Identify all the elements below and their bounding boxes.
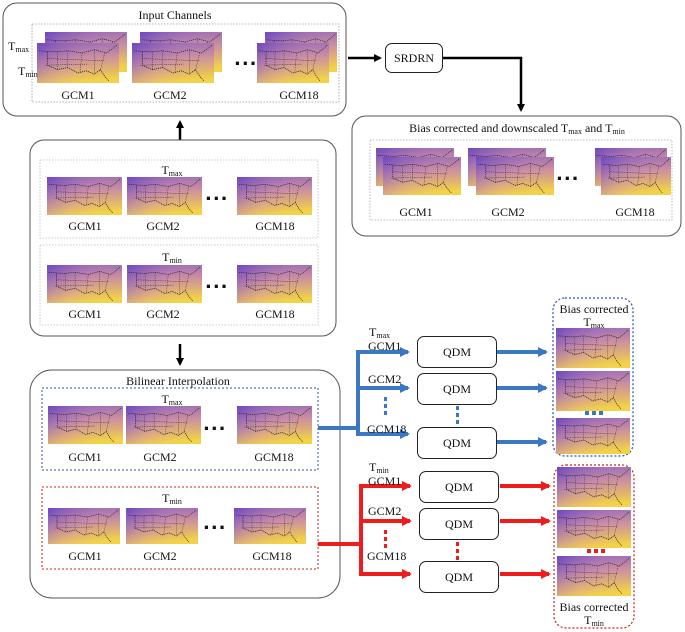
qdm-label: QDM: [444, 569, 473, 584]
gcm-tmin-title: Tmin: [162, 250, 182, 265]
qdm-label: QDM: [444, 479, 473, 494]
output-panel-title: Bias corrected and downscaled Tmax and T…: [409, 121, 625, 136]
bilinear-tmin-title: Tmin: [162, 491, 182, 506]
gcm-tmin-group: [39, 244, 319, 326]
output-gcm18-label: GCM18: [615, 205, 655, 219]
bilinear-tmax-gcm18-label: GCM18: [254, 450, 294, 464]
bilinear-tmin-map-gcm2: [126, 508, 198, 544]
input-stack-gcm1: [37, 32, 127, 83]
qdm-label: QDM: [444, 516, 473, 531]
tmax-arrows: [318, 347, 548, 447]
gcm-tmin-map-gcm18: [237, 265, 312, 303]
bilinear-tmin-ellipsis: ...: [203, 513, 227, 534]
gcm-tmax-map-gcm18: [237, 177, 312, 215]
bias-tmax-subtitle: Tmax: [583, 315, 605, 330]
qdm-tmin-gcm2-label: GCM2: [368, 504, 402, 518]
qdm-tmin-group-label: Tmin: [369, 460, 389, 475]
gcm-tmin-gcm2-label: GCM2: [146, 307, 180, 321]
qdm-tmax-group-label: Tmax: [369, 325, 391, 340]
qdm-tmax-gcm1-label: GCM1: [368, 339, 402, 353]
bilinear-panel: [29, 369, 341, 599]
bilinear-tmin-map-gcm18: [234, 508, 306, 544]
bias-tmax-map-2: [556, 371, 630, 411]
output-stack-gcm18: [595, 148, 671, 195]
bilinear-tmax-map-gcm1: [48, 406, 123, 444]
gcm-tmin-gcm18-label: GCM18: [255, 307, 295, 321]
qdm-label: QDM: [442, 435, 471, 450]
gcm-tmin-ellipsis: ...: [205, 272, 229, 293]
srdrn-node: SRDRN: [385, 43, 443, 73]
bias-tmin-subtitle: Tmin: [584, 613, 604, 628]
qdm-tmax-gcm2-label: GCM2: [368, 372, 402, 386]
input-panel-title: Input Channels: [138, 8, 212, 22]
gcm-tmax-gcm1-label: GCM1: [68, 219, 102, 233]
tmin-vertical-dots: [384, 530, 459, 560]
gcm-tmax-gcm18-label: GCM18: [255, 219, 295, 233]
bias-tmax-map-1: [556, 328, 630, 368]
bias-tmin-map-1: [557, 467, 631, 507]
bilinear-tmin-gcm18-label: GCM18: [252, 549, 292, 563]
gcm-tmax-map-gcm2: [127, 177, 202, 215]
gcm-tmax-title: Tmax: [161, 163, 183, 178]
gcm-tmax-map-gcm1: [47, 177, 122, 215]
qdm-tmax-gcm2: QDM: [417, 373, 497, 405]
bilinear-tmax-ellipsis: ...: [203, 414, 227, 435]
qdm-tmin-gcm2: QDM: [419, 508, 499, 540]
bilinear-tmax-title: Tmax: [161, 392, 183, 407]
input-stack-gcm18: [257, 32, 337, 83]
qdm-label: QDM: [442, 381, 471, 396]
bias-tmax-title: Bias corrected: [559, 302, 629, 316]
qdm-tmin-gcm1-label: GCM1: [368, 474, 402, 488]
bias-tmin-map-3: [557, 556, 631, 596]
gcm-tmin-gcm1-label: GCM1: [68, 307, 102, 321]
input-ellipsis: ...: [234, 49, 258, 70]
bias-tmin-title: Bias corrected: [559, 600, 629, 614]
qdm-label: QDM: [442, 344, 471, 359]
input-tmax-label: Tmax: [8, 39, 30, 54]
bilinear-tmax-gcm2-label: GCM2: [143, 450, 177, 464]
qdm-tmax-gcm18-label: GCM18: [367, 422, 407, 436]
gcm-tmax-group: [39, 159, 319, 239]
bilinear-tmax-gcm1-label: GCM1: [68, 450, 102, 464]
qdm-tmin-gcm18: QDM: [419, 561, 499, 593]
output-gcm2-label: GCM2: [491, 205, 525, 219]
qdm-tmin-gcm18-label: GCM18: [367, 549, 407, 563]
bilinear-tmin-gcm1-label: GCM1: [68, 549, 102, 563]
input-channels-inner: [31, 23, 340, 103]
output-gcm1-label: GCM1: [399, 205, 433, 219]
arrow-srdrn-to-output: [443, 56, 525, 112]
bias-tmin-dots: [587, 549, 605, 553]
bilinear-tmin-map-gcm1: [48, 508, 120, 544]
input-gcm18-label: GCM18: [279, 88, 319, 102]
output-ellipsis: ...: [556, 164, 580, 185]
bilinear-tmax-map-gcm2: [126, 406, 201, 444]
bilinear-panel-title: Bilinear Interpolation: [126, 374, 230, 388]
output-panel-inner: [369, 139, 673, 221]
tmax-vertical-dots: [384, 397, 459, 424]
bilinear-tmin-gcm2-label: GCM2: [143, 549, 177, 563]
qdm-tmin-gcm1: QDM: [419, 471, 499, 503]
qdm-tmax-gcm18: QDM: [417, 427, 497, 459]
gcm-tmax-ellipsis: ...: [205, 184, 229, 205]
qdm-tmax-gcm1: QDM: [417, 336, 497, 368]
input-tmin-label: Tmin: [18, 64, 38, 79]
bilinear-tmax-map-gcm18: [237, 406, 312, 444]
bias-tmax-map-3: [556, 418, 630, 454]
input-stack-gcm2: [132, 32, 222, 83]
gcm-tmin-map-gcm2: [127, 265, 202, 303]
tmin-arrows: [318, 481, 551, 579]
input-gcm1-label: GCM1: [61, 88, 95, 102]
output-stack-gcm2: [468, 148, 554, 195]
srdrn-label: SRDRN: [393, 50, 434, 65]
bias-tmin-map-2: [557, 510, 631, 548]
gcm-tmax-gcm2-label: GCM2: [146, 219, 180, 233]
input-gcm2-label: GCM2: [153, 88, 187, 102]
output-stack-gcm1: [376, 148, 461, 195]
bias-tmax-dots: [585, 411, 603, 415]
gcm-tmin-map-gcm1: [47, 265, 122, 303]
bilinear-tmin-group: [41, 486, 319, 570]
